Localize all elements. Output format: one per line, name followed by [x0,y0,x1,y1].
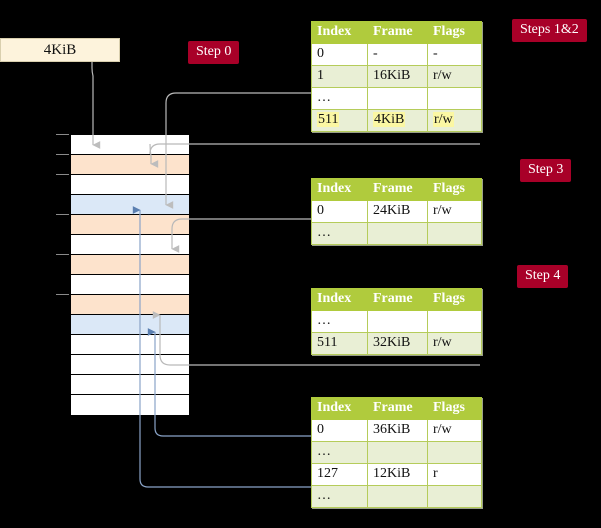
memory-frame-row [71,375,189,395]
source-frame-box: 4KiB [0,38,120,62]
memory-tick [56,214,69,215]
cell-flags: r/w [427,332,482,355]
memory-tick [56,254,69,255]
cell-index: 0 [311,43,368,66]
memory-tick [56,154,69,155]
memory-frame-row [71,295,189,315]
table-row: … [311,87,482,110]
cell-index: 1 [311,65,368,88]
wire-pml4-511-to-memory [149,143,480,155]
cell-frame: 12KiB [367,463,428,486]
cell-frame: 16KiB [367,65,428,88]
cell-frame [367,441,428,464]
memory-frame-row [71,315,189,335]
cell-flags: r/w [427,419,482,442]
memory-frame-row [71,175,189,195]
memory-frame-row [71,135,189,155]
cell-frame [367,87,428,110]
column-header-frame: Frame [367,397,428,420]
memory-frame-row [71,395,189,415]
cell-index: … [311,222,368,245]
cell-index: 511 [311,332,368,355]
cell-flags [427,310,482,333]
column-header-flags: Flags [427,178,482,201]
cell-flags [427,441,482,464]
column-header-index: Index [311,397,368,420]
memory-frame-row [71,215,189,235]
cell-frame: 36KiB [367,419,428,442]
column-header-frame: Frame [367,288,428,311]
table-row: 0-- [311,43,482,66]
physical-memory-column [70,134,190,415]
column-header-index: Index [311,21,368,44]
wire-step0-srcbox-to-memory [91,62,101,149]
badge-steps-1-2: Steps 1&2 [512,19,587,42]
cell-index: 0 [311,200,368,223]
cell-index: 127 [311,463,368,486]
badge-step-0: Step 0 [188,41,240,64]
cell-index: 0 [311,419,368,442]
cell-frame [367,222,428,245]
table-row: … [311,310,482,333]
column-header-frame: Frame [367,178,428,201]
cell-index: … [311,441,368,464]
memory-frame-row [71,335,189,355]
cell-frame [367,310,428,333]
cell-flags: r/w [427,65,482,88]
memory-frame-row [71,235,189,255]
column-header-flags: Flags [427,288,482,311]
table-row: … [311,441,482,464]
cell-index: … [311,310,368,333]
cell-flags: r [427,463,482,486]
memory-frame-row [71,255,189,275]
badge-step-3: Step 3 [520,159,572,182]
cell-flags: r/w [427,200,482,223]
cell-flags [427,87,482,110]
memory-frame-row [71,355,189,375]
cell-index: 511 [311,109,368,132]
column-header-frame: Frame [367,21,428,44]
badge-step-4: Step 4 [517,265,569,288]
memory-tick [56,174,69,175]
cell-flags [427,222,482,245]
column-header-flags: Flags [427,21,482,44]
table-row: … [311,222,482,245]
cell-flags: r/w [427,109,482,132]
column-header-index: Index [311,288,368,311]
cell-frame: 4KiB [367,109,428,132]
column-header-flags: Flags [427,397,482,420]
memory-tick [56,294,69,295]
table-row: … [311,485,482,508]
memory-frame-row [71,195,189,215]
cell-frame: - [367,43,428,66]
memory-frame-row [71,155,189,175]
cell-frame: 32KiB [367,332,428,355]
cell-index: … [311,485,368,508]
memory-tick [56,134,69,135]
memory-frame-row [71,275,189,295]
cell-index: … [311,87,368,110]
cell-flags [427,485,482,508]
cell-flags: - [427,43,482,66]
cell-frame [367,485,428,508]
cell-frame: 24KiB [367,200,428,223]
column-header-index: Index [311,178,368,201]
